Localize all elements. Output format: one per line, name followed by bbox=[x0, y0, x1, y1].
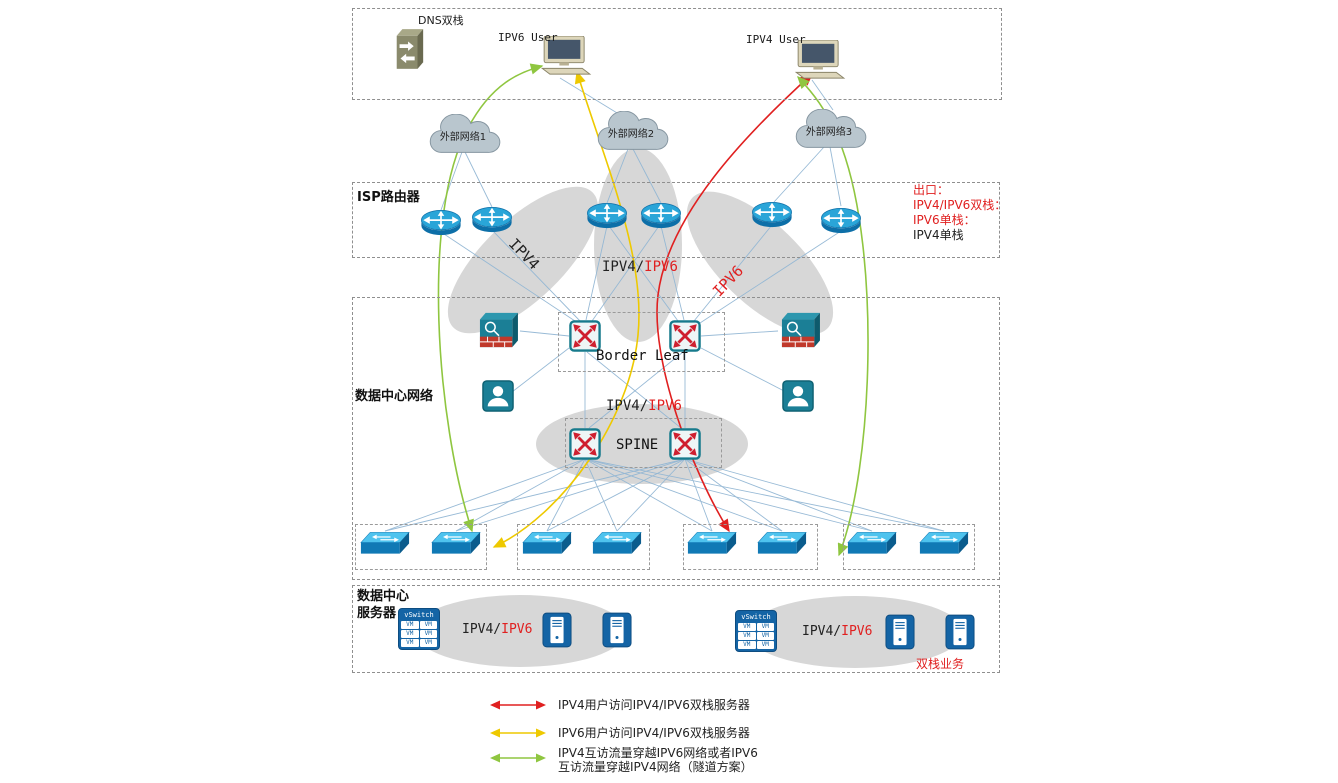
load-balancer-left-icon bbox=[482, 380, 514, 412]
legend-ipv4-label: IPV4用户访问IPV4/IPV6双栈服务器 bbox=[558, 698, 750, 712]
vswitch-left-vm-grid: VM VM VM VM VM VM bbox=[401, 621, 437, 647]
legend-ipv6-label: IPV6用户访问IPV4/IPV6双栈服务器 bbox=[558, 726, 750, 740]
server-2-icon bbox=[602, 611, 632, 649]
legend-arrow-ipv4 bbox=[490, 700, 546, 710]
servers-left-dual-label: IPV4/IPV6 bbox=[462, 622, 532, 637]
server-zone-title-line1: 数据中心 bbox=[357, 589, 410, 604]
isp-router-4-icon bbox=[638, 201, 684, 229]
legend-tunnel-label: IPV4互访流量穿越IPV6网络或者IPV6 互访流量穿越IPV4网络（隧道方案… bbox=[558, 746, 758, 774]
leaf-switch-3-icon bbox=[522, 531, 572, 555]
zone-leaf-group-1 bbox=[355, 524, 487, 570]
spine-label: SPINE bbox=[616, 437, 659, 453]
leaf-switch-6-icon bbox=[757, 531, 807, 555]
vm-tile: VM bbox=[401, 639, 419, 647]
cloud-2-label: 外部网络2 bbox=[607, 129, 655, 140]
dual-stack-note: 双栈业务 bbox=[916, 657, 965, 671]
server-1-icon bbox=[542, 611, 572, 649]
servers-right-label-black: IPV4/ bbox=[802, 624, 842, 639]
blob-dual-label-black: IPV4/ bbox=[602, 259, 645, 275]
zone-datacenter-network bbox=[352, 297, 1000, 580]
spine-dual-label-black: IPV4/ bbox=[606, 398, 649, 414]
exit-note-line3: IPV6单栈： bbox=[913, 213, 976, 227]
exit-note-line1: 出口： bbox=[913, 183, 950, 197]
blob-servers-right bbox=[747, 596, 963, 668]
vm-tile: VM bbox=[756, 641, 774, 649]
ipv6-user-label: IPV6 User bbox=[498, 31, 558, 44]
blob-dual bbox=[594, 148, 682, 342]
firewall-left-icon bbox=[476, 311, 520, 349]
legend-arrow-ipv6 bbox=[490, 728, 546, 738]
vm-tile: VM bbox=[756, 632, 774, 640]
exit-note: 出口： IPV4/IPV6双栈： IPV6单栈： IPV4单栈 bbox=[913, 183, 1006, 243]
zone-datacenter-servers bbox=[352, 585, 1000, 673]
traffic-flows bbox=[437, 63, 869, 557]
ipv4-user-pc-icon bbox=[792, 40, 850, 80]
dc-zone-title: 数据中心网络 bbox=[355, 389, 434, 404]
leaf-switch-4-icon bbox=[592, 531, 642, 555]
spine-1-icon bbox=[569, 428, 601, 460]
isp-router-3-icon bbox=[584, 201, 630, 229]
leaf-switch-5-icon bbox=[687, 531, 737, 555]
blob-dual-label-red: IPV6 bbox=[644, 259, 678, 275]
vm-tile: VM bbox=[738, 632, 756, 640]
spine-dual-label: IPV4/IPV6 bbox=[606, 398, 682, 414]
leaf-switch-8-icon bbox=[919, 531, 969, 555]
zone-isp bbox=[352, 182, 1000, 258]
isp-router-5-icon bbox=[749, 200, 795, 228]
vswitch-right-title: vSwitch bbox=[741, 613, 771, 621]
vm-tile: VM bbox=[419, 621, 437, 629]
exit-note-line4: IPV4单栈 bbox=[913, 228, 964, 242]
servers-right-label-red: IPV6 bbox=[841, 624, 873, 639]
border-leaf-label: Border Leaf bbox=[596, 348, 689, 364]
legend-tunnel-line1: IPV4互访流量穿越IPV6网络或者IPV6 bbox=[558, 746, 758, 760]
ipv4-user-label: IPV4 User bbox=[746, 33, 806, 46]
server-zone-title-line2: 服务器 bbox=[357, 606, 397, 621]
flow-tunnel-green-left bbox=[437, 63, 544, 533]
isp-router-1-icon bbox=[418, 208, 464, 236]
vswitch-left-title: vSwitch bbox=[404, 611, 434, 619]
blob-servers-left bbox=[414, 595, 626, 667]
cloud-3-label: 外部网络3 bbox=[805, 127, 853, 138]
blob-dual-label: IPV4/IPV6 bbox=[602, 259, 678, 275]
vswitch-right-vm-grid: VM VM VM VM VM VM bbox=[738, 623, 774, 649]
vm-tile: VM bbox=[401, 621, 419, 629]
load-balancer-right-icon bbox=[782, 380, 814, 412]
vswitch-left-icon: vSwitch VM VM VM VM VM VM bbox=[398, 608, 440, 650]
server-zone-title: 数据中心 服务器 bbox=[357, 588, 409, 622]
flow-ipv4-red bbox=[656, 73, 814, 533]
firewall-right-icon bbox=[778, 311, 822, 349]
legend-arrow-tunnel bbox=[490, 753, 546, 763]
leaf-switch-2-icon bbox=[431, 531, 481, 555]
isp-router-6-icon bbox=[818, 206, 864, 234]
exit-note-line2: IPV4/IPV6双栈： bbox=[913, 198, 1007, 212]
cloud-1-label: 外部网络1 bbox=[439, 132, 487, 143]
vm-tile: VM bbox=[738, 641, 756, 649]
leaf-switch-1-icon bbox=[360, 531, 410, 555]
zone-users bbox=[352, 8, 1002, 100]
servers-left-label-red: IPV6 bbox=[501, 622, 533, 637]
leaf-switch-7-icon bbox=[847, 531, 897, 555]
spine-dual-label-red: IPV6 bbox=[648, 398, 682, 414]
isp-router-2-icon bbox=[469, 205, 515, 233]
vm-tile: VM bbox=[419, 630, 437, 638]
vm-tile: VM bbox=[419, 639, 437, 647]
server-4-icon bbox=[945, 613, 975, 651]
flow-ipv6-yellow bbox=[492, 70, 640, 548]
vm-tile: VM bbox=[738, 623, 756, 631]
spine-2-icon bbox=[669, 428, 701, 460]
vm-tile: VM bbox=[401, 630, 419, 638]
dns-label: DNS双栈 bbox=[418, 14, 464, 27]
vm-tile: VM bbox=[756, 623, 774, 631]
servers-left-label-black: IPV4/ bbox=[462, 622, 502, 637]
dns-server-icon bbox=[392, 27, 426, 71]
vswitch-right-icon: vSwitch VM VM VM VM VM VM bbox=[735, 610, 777, 652]
legend-tunnel-line2: 互访流量穿越IPV4网络（隧道方案） bbox=[558, 760, 753, 774]
flow-tunnel-green-right bbox=[797, 75, 869, 557]
isp-zone-title: ISP路由器 bbox=[357, 190, 420, 205]
server-3-icon bbox=[885, 613, 915, 651]
servers-right-dual-label: IPV4/IPV6 bbox=[802, 624, 872, 639]
